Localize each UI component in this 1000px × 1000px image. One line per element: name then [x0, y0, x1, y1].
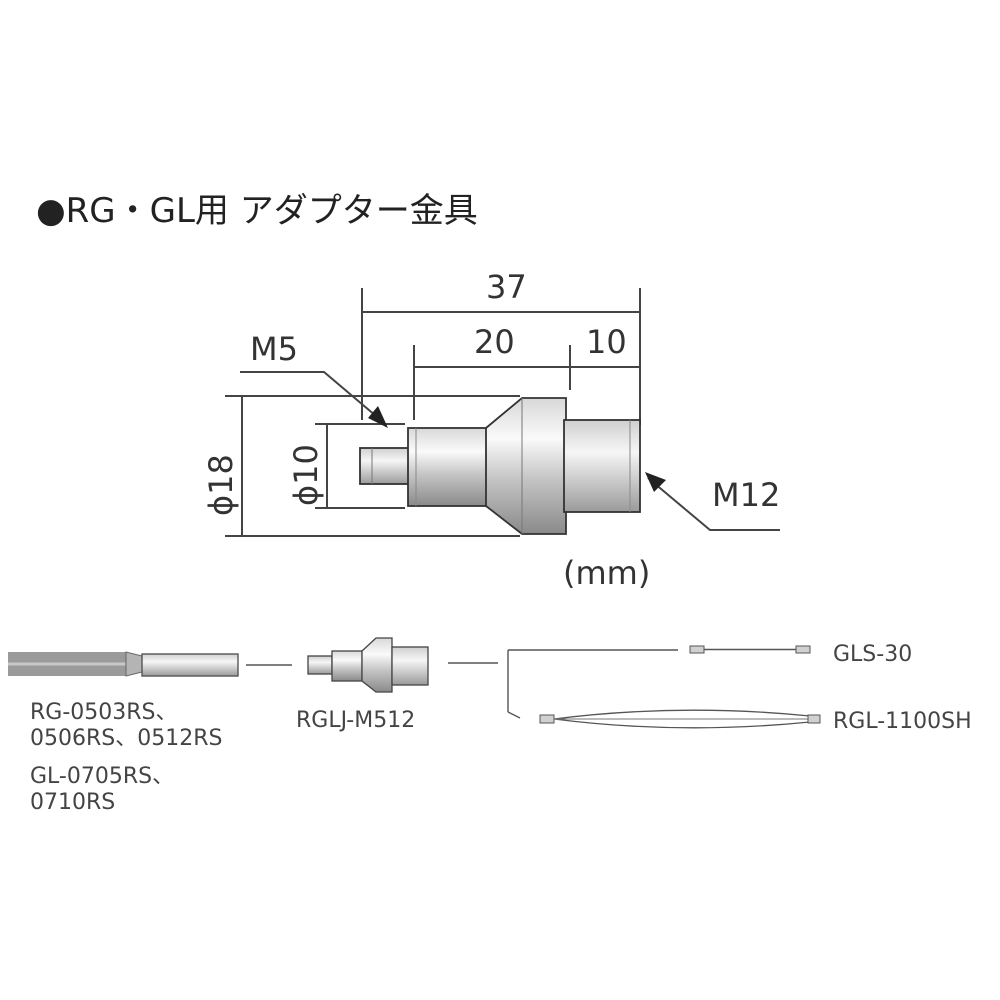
sensor-probe	[141, 653, 239, 677]
dim-m5-label: M5	[250, 330, 298, 368]
unit-label: (mm)	[563, 554, 650, 592]
dim-inner-diameter: ϕ10	[287, 444, 325, 506]
cable-1-label: GLS-30	[833, 642, 912, 667]
dim-outer-diameter: ϕ18	[202, 454, 240, 516]
sensor-label-line-4: 0710RS	[30, 790, 115, 815]
adapter-drawing	[359, 397, 641, 535]
system-diagram	[8, 637, 821, 729]
dim-overall-length: 37	[486, 268, 527, 306]
sensor-label-line-2: 0506RS、0512RS	[30, 726, 222, 751]
dim-thread-length: 10	[586, 323, 627, 361]
cable-2-label: RGL-1100SH	[833, 709, 972, 734]
cable-gls-30	[689, 645, 811, 654]
cable-rgl-1100sh	[539, 709, 821, 729]
dim-m12-label: M12	[712, 476, 780, 514]
diagram-title: ●RG・GL用 アダプター金具	[36, 191, 478, 231]
sensor-label-line-1: RG-0503RS、	[30, 700, 178, 725]
dim-body-length: 20	[474, 323, 515, 361]
adapter-small	[307, 637, 429, 693]
adapter-model-label: RGLJ-M512	[296, 708, 415, 733]
dimension-lines	[225, 288, 780, 537]
sensor-label-line-3: GL-0705RS、	[30, 764, 174, 789]
